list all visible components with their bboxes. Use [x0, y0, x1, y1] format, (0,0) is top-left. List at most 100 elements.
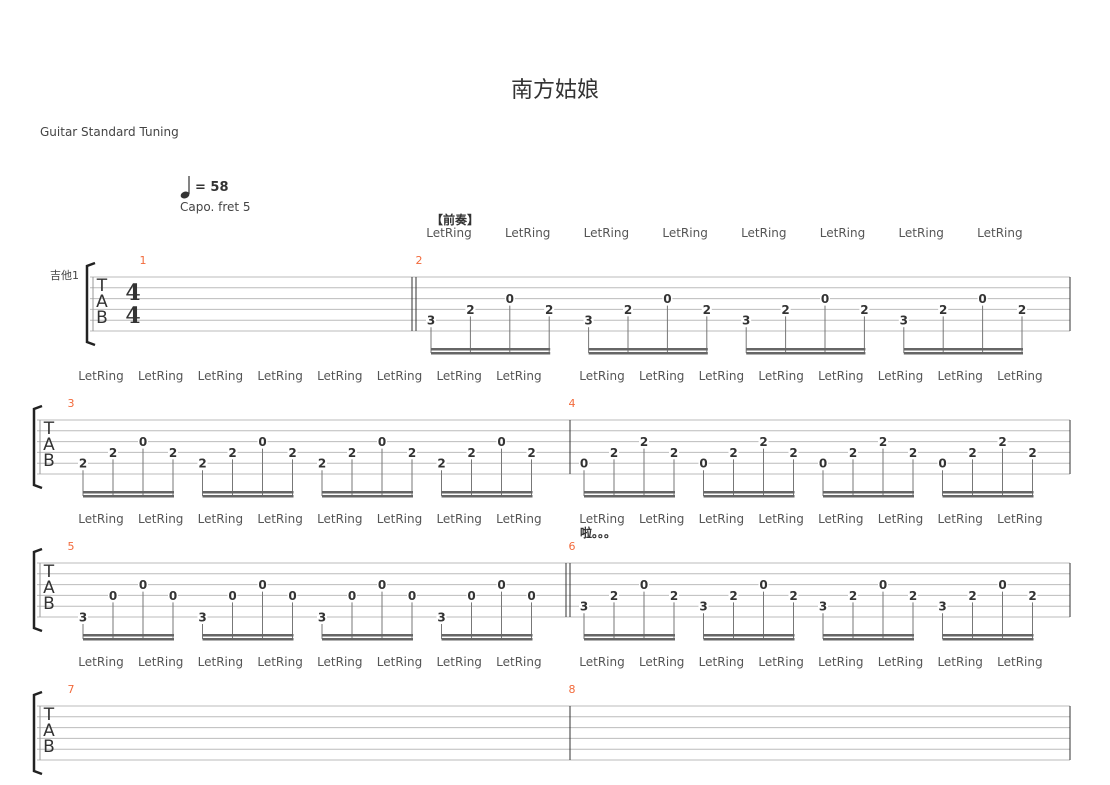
tab-clef-letter: T [43, 562, 55, 582]
fret-mask [728, 589, 739, 602]
beam [942, 634, 1034, 637]
tab-clef-letter: B [96, 308, 108, 328]
fret-number: 2 [610, 589, 618, 603]
fret-mask [504, 292, 515, 305]
fret-number: 0 [527, 589, 535, 603]
fret-mask [544, 303, 555, 316]
let-ring-label: LetRing [198, 655, 243, 669]
fret-number: 0 [506, 292, 514, 306]
beam [942, 491, 1034, 494]
fret-mask [609, 446, 619, 459]
beam [202, 638, 294, 641]
fret-number: 0 [109, 589, 117, 603]
let-ring-label: LetRing [878, 369, 923, 383]
beam [202, 495, 294, 498]
fret-mask [583, 314, 594, 327]
measure-number: 5 [68, 540, 75, 553]
fret-number: 2 [527, 446, 535, 460]
fret-number: 2 [879, 435, 887, 449]
fret-number: 3 [79, 611, 87, 625]
fret-number: 2 [939, 303, 947, 317]
beam [83, 495, 174, 498]
let-ring-label: LetRing [758, 655, 803, 669]
let-ring-label: LetRing [78, 512, 123, 526]
fret-number: 3 [584, 314, 592, 328]
measure-number: 6 [569, 540, 576, 553]
let-ring-label: LetRing [579, 655, 624, 669]
fret-mask [78, 611, 88, 623]
measure-number: 2 [416, 254, 423, 267]
let-ring-label: LetRing [198, 369, 243, 383]
fret-mask [138, 435, 148, 448]
let-ring-label: LetRing [584, 226, 629, 240]
let-ring-label: LetRing [496, 655, 541, 669]
fret-mask [466, 446, 477, 459]
fret-number: 0 [139, 435, 147, 449]
fret-number: 3 [198, 611, 206, 625]
beam [322, 491, 413, 494]
fret-number: 2 [624, 303, 632, 317]
fret-mask [1027, 446, 1038, 459]
let-ring-label: LetRing [997, 369, 1042, 383]
fret-number: 2 [968, 446, 976, 460]
let-ring-label: LetRing [317, 655, 362, 669]
let-ring-label: LetRing [639, 512, 684, 526]
let-ring-label: LetRing [257, 369, 302, 383]
fret-mask [669, 589, 679, 602]
fret-number: 2 [318, 457, 326, 471]
fret-number: 2 [781, 303, 789, 317]
let-ring-label: LetRing [496, 512, 541, 526]
fret-mask [938, 303, 949, 316]
fret-number: 3 [819, 600, 827, 614]
let-ring-label: LetRing [639, 369, 684, 383]
fret-mask [227, 446, 238, 459]
fret-mask [257, 578, 268, 591]
measure-number: 4 [569, 397, 576, 410]
tab-clef-letter: B [43, 594, 55, 614]
beam [703, 491, 795, 494]
let-ring-label: LetRing [436, 369, 481, 383]
measure-number: 7 [68, 683, 75, 696]
fret-number: 2 [79, 457, 87, 471]
fret-number: 0 [139, 578, 147, 592]
fret-number: 2 [789, 446, 797, 460]
fret-number: 0 [497, 435, 505, 449]
fret-number: 0 [759, 578, 767, 592]
fret-mask [317, 457, 327, 470]
fret-number: 2 [909, 446, 917, 460]
beam [746, 352, 866, 355]
tab-clef-letter: T [96, 276, 108, 296]
fret-mask [878, 578, 888, 591]
fret-number: 2 [408, 446, 416, 460]
let-ring-label: LetRing [818, 369, 863, 383]
fret-number: 2 [198, 457, 206, 471]
let-ring-label: LetRing [78, 369, 123, 383]
fret-mask [741, 314, 752, 327]
beam [823, 495, 914, 498]
system-bracket [85, 261, 96, 347]
beam [942, 638, 1034, 641]
beam [441, 634, 533, 637]
fret-number: 2 [545, 303, 553, 317]
fret-mask [967, 589, 978, 602]
tuning-label: Guitar Standard Tuning [40, 125, 179, 139]
fret-number: 0 [699, 457, 707, 471]
fret-number: 2 [288, 446, 296, 460]
tab-clef-letter: A [96, 292, 108, 312]
fret-number: 2 [1028, 589, 1036, 603]
fret-number: 2 [670, 589, 678, 603]
beam [431, 352, 551, 355]
system-bracket [32, 404, 43, 490]
fret-number: 0 [580, 457, 588, 471]
fret-number: 2 [849, 446, 857, 460]
let-ring-label: LetRing [997, 655, 1042, 669]
beam [83, 634, 174, 637]
beam [83, 638, 174, 641]
let-ring-label: LetRing [818, 655, 863, 669]
let-ring-label: LetRing [436, 512, 481, 526]
fret-number: 2 [228, 446, 236, 460]
fret-number: 3 [938, 600, 946, 614]
let-ring-label: LetRing [818, 512, 863, 526]
fret-mask [818, 457, 828, 470]
